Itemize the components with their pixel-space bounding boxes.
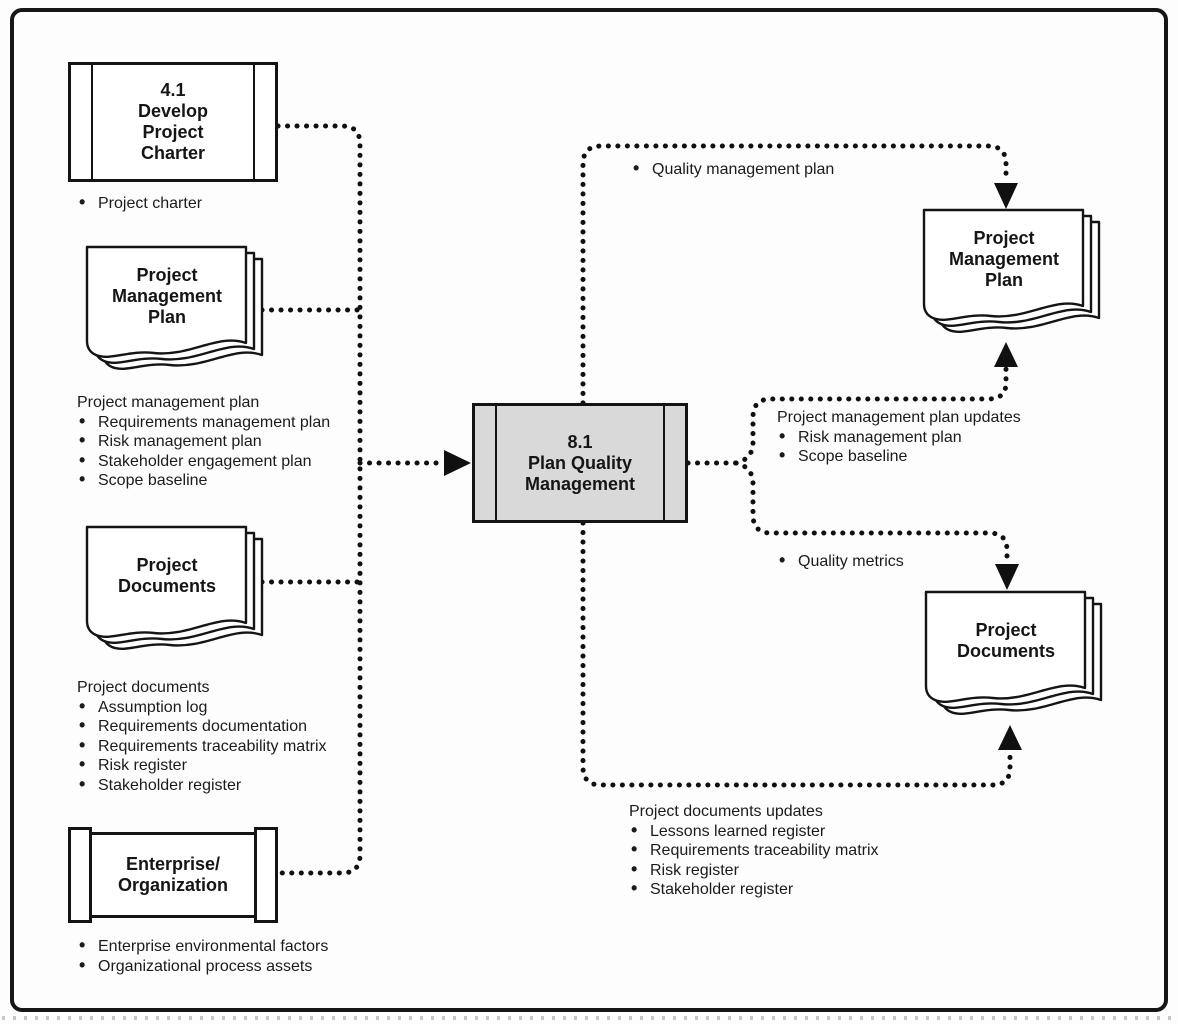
list-title: Project management plan — [77, 394, 260, 411]
list-item: Enterprise environmental factors — [70, 936, 328, 957]
doc-title: Project Management Plan — [948, 227, 1060, 290]
document-icon — [85, 245, 264, 370]
process-name: Develop Project Charter — [137, 101, 209, 163]
process-name: Plan Quality Management — [524, 452, 636, 494]
pdocs-input-list: Project documents Assumption log Require… — [70, 678, 327, 795]
doc-title: Project Management Plan — [111, 264, 223, 327]
list-title: Project documents — [77, 679, 210, 696]
doc-project-management-plan-input: Project Management Plan — [85, 245, 266, 378]
list-item: Lessons learned register — [622, 821, 879, 842]
doc-project-documents-output: Project Documents — [924, 590, 1105, 723]
process-side-bar — [254, 827, 278, 923]
node-enterprise-organization: Enterprise/ Organization — [68, 827, 278, 923]
process-number: 4.1 — [160, 80, 186, 100]
list-item: Assumption log — [70, 697, 327, 718]
pmp-input-list: Project management plan Requirements man… — [70, 393, 330, 491]
list-item: Organizational process assets — [70, 956, 328, 977]
doc-project-management-plan-output: Project Management Plan — [922, 208, 1103, 341]
list-item: Stakeholder register — [622, 879, 879, 900]
charter-output-list: Project charter — [70, 193, 202, 214]
process-side-bar — [71, 65, 93, 179]
doc-project-documents-input: Project Documents — [85, 525, 266, 658]
list-item: Risk management plan — [70, 431, 330, 452]
diagram-border — [10, 8, 1168, 1012]
list-item: Requirements documentation — [70, 716, 327, 737]
process-side-bar — [68, 827, 92, 923]
document-icon — [924, 590, 1103, 715]
list-item: Scope baseline — [70, 470, 330, 491]
node-title: Enterprise/ Organization — [117, 854, 228, 895]
document-icon — [922, 208, 1101, 333]
process-side-bar — [253, 65, 275, 179]
pmp-updates-list: Project management plan updates Risk man… — [770, 408, 1021, 467]
list-title: Project management plan updates — [777, 409, 1021, 426]
list-item: Scope baseline — [770, 446, 1021, 467]
process-number: 8.1 — [567, 431, 593, 452]
enterprise-output-list: Enterprise environmental factors Organiz… — [70, 936, 328, 977]
list-item: Risk register — [70, 755, 327, 776]
scan-artifact-dotted-line — [2, 1016, 1176, 1020]
pdocs-updates-list: Project documents updates Lessons learne… — [622, 802, 879, 900]
doc-title: Project Documents — [956, 620, 1055, 661]
list-item: Requirements traceability matrix — [70, 736, 327, 757]
doc-title: Project Documents — [117, 555, 216, 596]
quality-metrics-label: Quality metrics — [770, 551, 904, 572]
list-item: Requirements traceability matrix — [622, 840, 879, 861]
list-item: Requirements management plan — [70, 412, 330, 433]
list-item: Stakeholder register — [70, 775, 327, 796]
process-side-bar — [663, 406, 685, 520]
list-title: Project documents updates — [629, 803, 823, 820]
list-item: Quality management plan — [624, 159, 834, 180]
process-side-bar — [475, 406, 497, 520]
list-item: Stakeholder engagement plan — [70, 451, 330, 472]
list-item: Quality metrics — [770, 551, 904, 572]
quality-plan-label: Quality management plan — [624, 159, 834, 180]
list-item: Risk management plan — [770, 427, 1021, 448]
list-item: Project charter — [70, 193, 202, 214]
list-item: Risk register — [622, 860, 879, 881]
document-icon — [85, 525, 264, 650]
